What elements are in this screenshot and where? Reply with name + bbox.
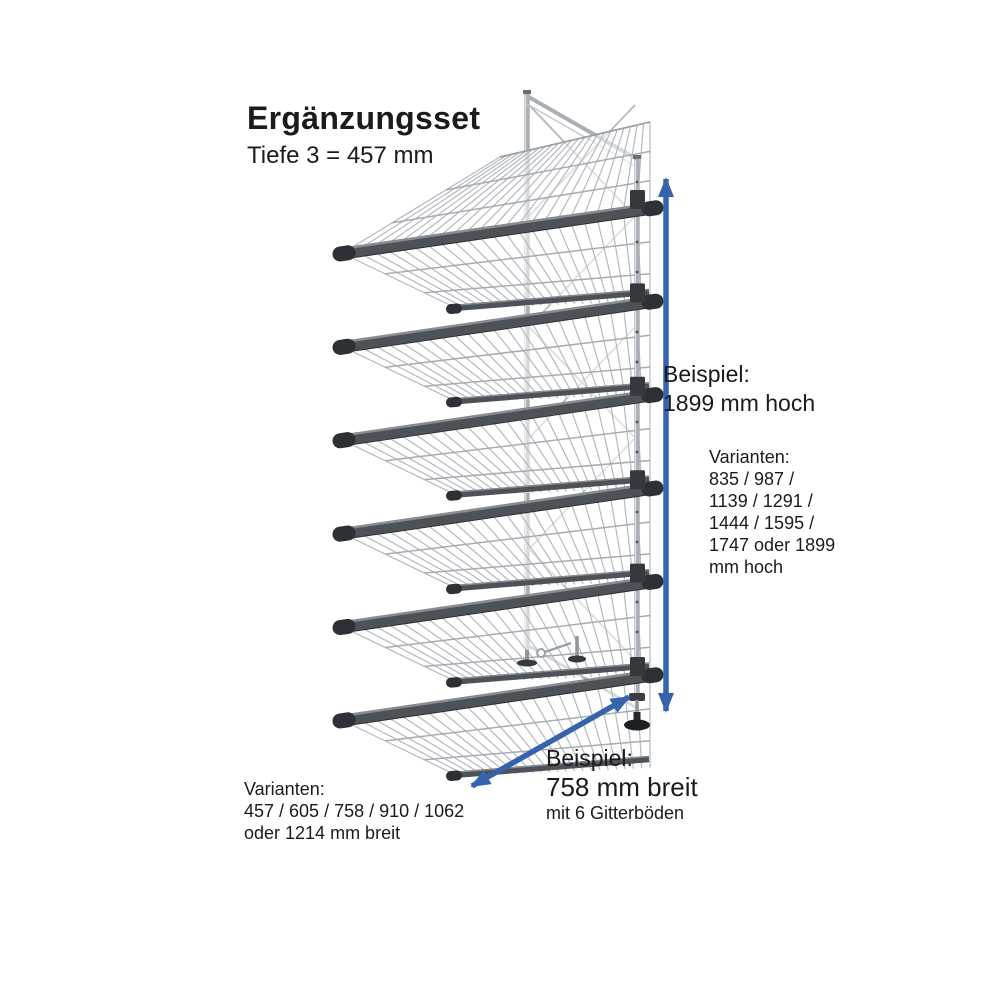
height-variants-line: 835 / 987 / [709,469,795,489]
rack-feet-hardware [517,636,650,731]
rack-shelf-rails [332,190,664,781]
page-title: Ergänzungsset [247,100,481,136]
width-variants-line: 457 / 605 / 758 / 910 / 1062 [244,801,465,821]
rack-front-post [633,155,641,700]
width-variants-line: oder 1214 mm breit [244,823,401,843]
height-variants-line: mm hoch [709,557,784,577]
height-example-value: 1899 mm hoch [663,390,816,416]
width-variants-caption: Varianten: [244,779,325,799]
height-variants-line: 1444 / 1595 / [709,513,815,533]
height-variants-line: 1139 / 1291 / [709,491,813,511]
width-dimension-arrow-icon [470,694,631,789]
width-example-value: 758 mm breit [546,772,698,802]
height-variants-block: Varianten: 835 / 987 / 1139 / 1291 / 144… [709,446,835,578]
depth-subtitle: Tiefe 3 = 457 mm [247,142,434,169]
height-variants-caption: Varianten: [709,447,790,467]
width-variants-block: Varianten: 457 / 605 / 758 / 910 / 1062 … [244,778,464,844]
height-variants-line: 1747 oder 1899 [709,535,836,555]
height-example-label: Beispiel: 1899 mm hoch [663,360,815,418]
width-example-block: Beispiel: 758 mm breit mit 6 Gitterböden [546,744,698,825]
width-example-caption: Beispiel: [546,745,633,771]
height-example-caption: Beispiel: [663,361,750,387]
width-example-note: mit 6 Gitterböden [546,803,685,823]
